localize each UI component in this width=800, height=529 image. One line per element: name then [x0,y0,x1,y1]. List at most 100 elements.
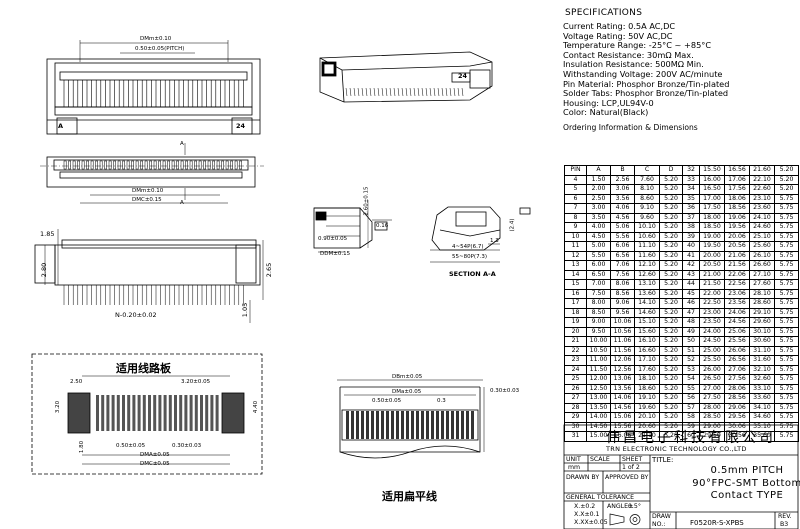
pcb-pad [116,395,120,431]
table-cell: 5.20 [659,193,683,204]
table-cell: 42 [682,260,700,271]
drawing-no-label: NO.: [652,521,666,528]
table-cell: 5.06 [610,222,635,233]
angle-value: 0.5° [628,503,641,510]
pin-rect [122,160,125,170]
pcb-pad [205,395,209,431]
table-cell: 15.06 [610,412,635,423]
table-cell: 4 [564,174,587,185]
dim-185: 1.85 [40,230,55,238]
spec-line: Pin Material: Phosphor Bronze/Tin-plated [563,78,730,89]
table-cell: 5.00 [586,241,611,252]
front-view-pins [63,160,242,170]
company-name-en: TRN ELECTRONIC TECHNOLOGY CO.,LTD [606,445,747,453]
table-cell: 13 [564,260,587,271]
table-cell: 33.60 [749,393,775,404]
pin-line [365,87,368,97]
fpc-conductor [346,411,349,439]
pcb-pad [137,395,141,431]
table-cell: 21 [564,336,587,347]
table-cell: 20.56 [724,241,750,252]
fpc-conductor [351,411,354,439]
fpc-conductor [461,411,464,439]
table-cell: 31.10 [749,345,775,356]
dim-13: 1.3 [490,238,499,244]
table-cell: 5.20 [774,165,799,176]
dim-105: 1.05 [241,302,250,318]
tolerance-values: X.±0.2 X.X±0.1 X.XX±0.05 [574,503,608,527]
pin-line [401,87,404,97]
company-name-cn: 伟昌电子科技有限公司 [606,430,776,446]
table-cell: 21.60 [749,165,775,176]
table-cell: 24.06 [724,307,750,318]
dim-55-80p: 55~80P(7.3) [452,254,487,260]
fpc-conductor [436,411,439,439]
table-cell: 8.00 [586,298,611,309]
table-cell: 16.60 [634,345,660,356]
table-cell: 5.20 [659,241,683,252]
table-cell: 20.06 [724,231,750,242]
pcb-pad [153,395,157,431]
pin-line [361,87,364,97]
table-cell: 24.56 [724,317,750,328]
table-cell: 4.06 [610,203,635,214]
dim-front-c: DMC±0.15 [132,197,162,203]
table-cell: 28.06 [724,383,750,394]
table-cell: 17.56 [724,184,750,195]
side-view [313,200,392,253]
table-cell: 22.56 [724,279,750,290]
table-cell: 26.60 [749,260,775,271]
table-cell: 17.60 [634,364,660,375]
table-cell: 5.20 [659,203,683,214]
table-cell: 11.56 [610,345,635,356]
table-cell: 29.06 [724,402,750,413]
fpc-dim-da: DMa±0.05 [392,389,422,395]
table-cell: 6.50 [586,269,611,280]
dim-265: 2.65 [265,262,274,278]
table-cell: 24.10 [749,212,775,223]
table-cell: 28.60 [749,298,775,309]
bottom-view [34,229,264,323]
approved-by-label: APPROVED BY [605,474,649,481]
pin-rect [234,160,238,170]
pin-rect [113,160,116,170]
table-cell: 10.50 [586,345,611,356]
table-cell: 5.20 [774,184,799,195]
table-cell: 18.06 [724,193,750,204]
table-cell: 5.20 [659,374,683,385]
spec-line: Solder Tabs: Phosphor Bronze/Tin-plated [563,88,729,99]
pin-rect [185,160,188,170]
pin-line [417,87,420,97]
table-cell: 19 [564,317,587,328]
general-tolerance-label: GENERAL TOLERANCE [566,494,635,501]
table-cell: 9.10 [634,203,660,214]
table-cell: 5.75 [774,345,799,356]
table-cell: 7.56 [610,269,635,280]
table-cell: 5.75 [774,412,799,423]
table-cell: 14.60 [634,307,660,318]
pin-line [345,87,348,97]
table-cell: 19.06 [724,212,750,223]
pin-rect [171,160,175,170]
table-cell: 10.56 [610,326,635,337]
pin-rect [117,160,121,170]
table-cell: 44 [682,279,700,290]
iso-pin-24-marker: 24 [458,72,468,80]
table-cell: 22.10 [749,174,775,185]
table-cell: 7.00 [586,279,611,290]
top-view-pins [63,80,244,107]
pcb-dim-180: 1.80 [79,440,86,454]
fpc-conductor [446,411,449,439]
table-cell: 23.56 [724,298,750,309]
